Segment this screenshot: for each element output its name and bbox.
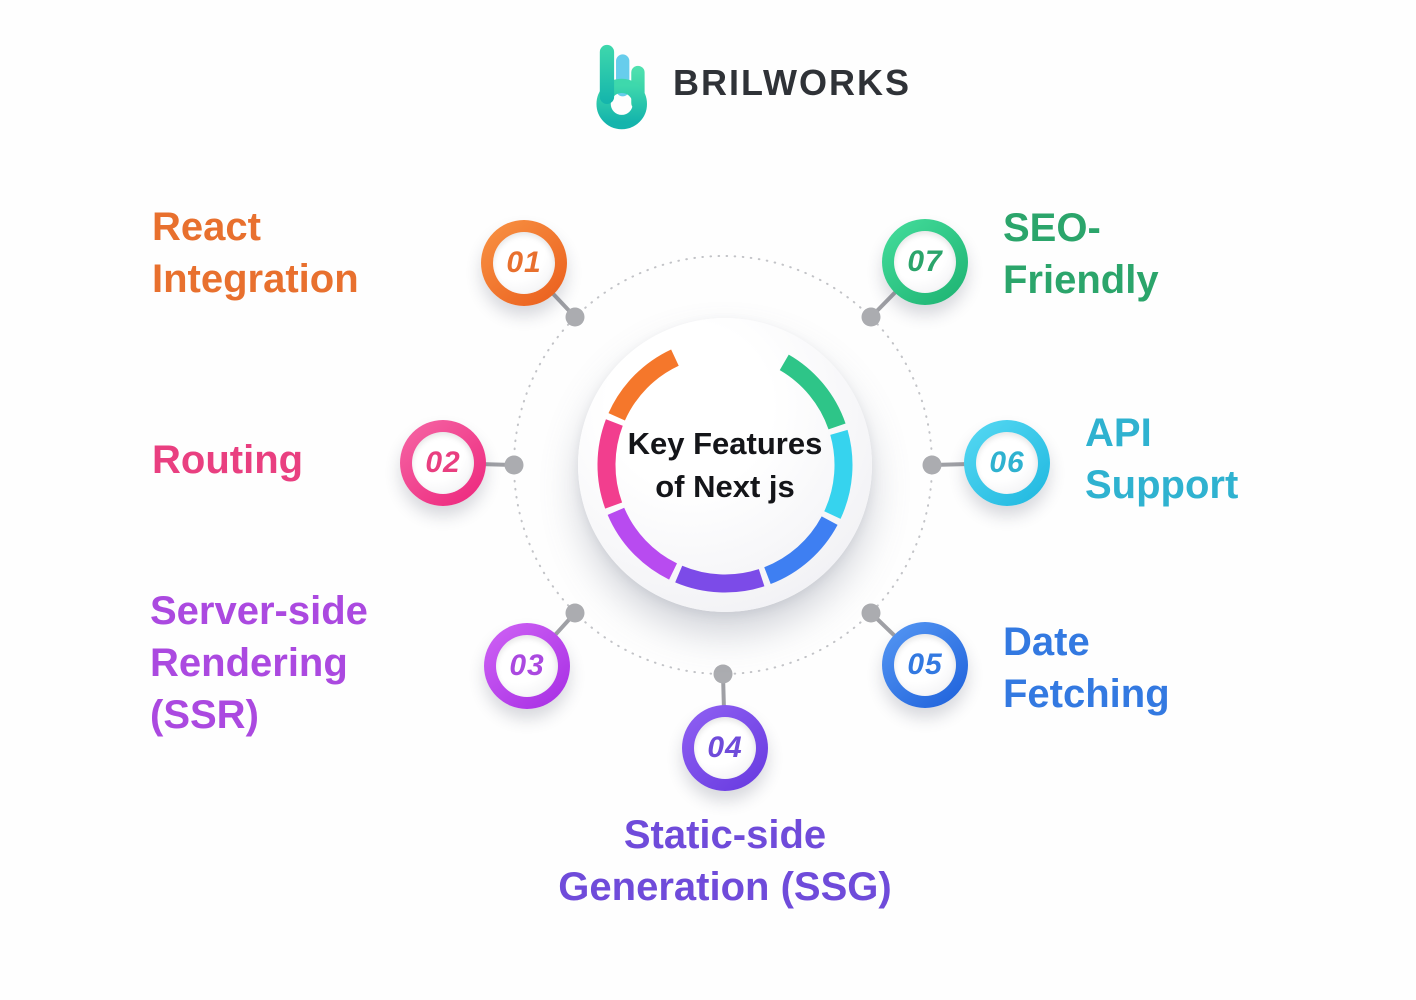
step-badge-05: 05 bbox=[882, 622, 968, 708]
step-number-07: 07 bbox=[907, 245, 943, 278]
connector-dot-01 bbox=[565, 307, 585, 327]
label-line: React bbox=[152, 205, 261, 249]
label-api-support: API Support bbox=[1085, 407, 1238, 511]
label-date-fetching: Date Fetching bbox=[1003, 616, 1170, 720]
label-line: Server-side bbox=[150, 589, 368, 633]
arc-ring bbox=[597, 349, 853, 593]
arc-segment-01 bbox=[608, 349, 679, 421]
step-badge-07: 07 bbox=[882, 219, 968, 305]
step-badge-inner-03: 03 bbox=[496, 635, 558, 697]
arc-segment-06 bbox=[824, 429, 853, 519]
label-line: SEO- bbox=[1003, 206, 1101, 250]
step-badge-03: 03 bbox=[484, 623, 570, 709]
label-line: Routing bbox=[152, 438, 304, 482]
diagram-title: Key Features of Next js bbox=[578, 318, 872, 612]
label-line: Date bbox=[1003, 620, 1090, 664]
connector-dot-05 bbox=[861, 603, 881, 623]
step-badge-inner-05: 05 bbox=[894, 634, 956, 696]
label-line: Support bbox=[1085, 463, 1239, 507]
label-seo-friendly: SEO- Friendly bbox=[1003, 202, 1159, 306]
label-line: Fetching bbox=[1003, 672, 1170, 716]
step-badge-inner-04: 04 bbox=[694, 717, 756, 779]
brand-header: BRILWORKS bbox=[596, 34, 911, 132]
step-number-01: 01 bbox=[506, 246, 542, 279]
connector-dot-02 bbox=[504, 455, 524, 475]
label-line: Friendly bbox=[1003, 258, 1159, 302]
label-line: (SSR) bbox=[150, 693, 259, 737]
label-line: API bbox=[1085, 411, 1152, 455]
arc-segment-04 bbox=[675, 565, 765, 593]
logo-stem bbox=[599, 44, 615, 104]
step-badge-06: 06 bbox=[964, 420, 1050, 506]
center-circle: Key Features of Next js bbox=[578, 318, 872, 612]
step-number-02: 02 bbox=[425, 446, 461, 479]
step-badge-inner-06: 06 bbox=[976, 432, 1038, 494]
arc-segment-02 bbox=[597, 419, 623, 509]
label-routing: Routing bbox=[152, 434, 303, 486]
step-badge-04: 04 bbox=[682, 705, 768, 791]
step-number-06: 06 bbox=[989, 446, 1025, 479]
connector-dot-03 bbox=[565, 603, 585, 623]
step-badge-02: 02 bbox=[400, 420, 486, 506]
step-number-03: 03 bbox=[509, 649, 545, 682]
step-number-05: 05 bbox=[907, 648, 943, 681]
label-line: Integration bbox=[152, 257, 359, 301]
diagram-title-line2: of Next js bbox=[655, 469, 795, 504]
connector-dot-04 bbox=[713, 664, 733, 684]
label-server-side-rendering: Server-side Rendering (SSR) bbox=[150, 585, 368, 741]
connector-dot-06 bbox=[922, 455, 942, 475]
step-badge-inner-01: 01 bbox=[493, 232, 555, 294]
label-line: Generation (SSG) bbox=[558, 865, 892, 909]
brilworks-logo-icon bbox=[596, 44, 647, 130]
label-react-integration: React Integration bbox=[152, 201, 359, 305]
label-line: Rendering bbox=[150, 641, 348, 685]
step-badge-inner-02: 02 bbox=[412, 432, 474, 494]
diagram-title-line1: Key Features bbox=[627, 426, 823, 461]
arc-segment-05 bbox=[764, 516, 838, 585]
brand-name: BRILWORKS bbox=[673, 62, 911, 103]
step-badge-01: 01 bbox=[481, 220, 567, 306]
step-badge-inner-07: 07 bbox=[894, 231, 956, 293]
arc-segment-03 bbox=[607, 507, 678, 580]
arc-segment-07 bbox=[779, 354, 846, 430]
logo-ring bbox=[596, 78, 647, 130]
label-static-side-generation: Static-side Generation (SSG) bbox=[373, 809, 1077, 913]
label-line: Static-side bbox=[623, 813, 827, 857]
connector-dot-07 bbox=[861, 307, 881, 327]
step-number-04: 04 bbox=[707, 731, 743, 764]
